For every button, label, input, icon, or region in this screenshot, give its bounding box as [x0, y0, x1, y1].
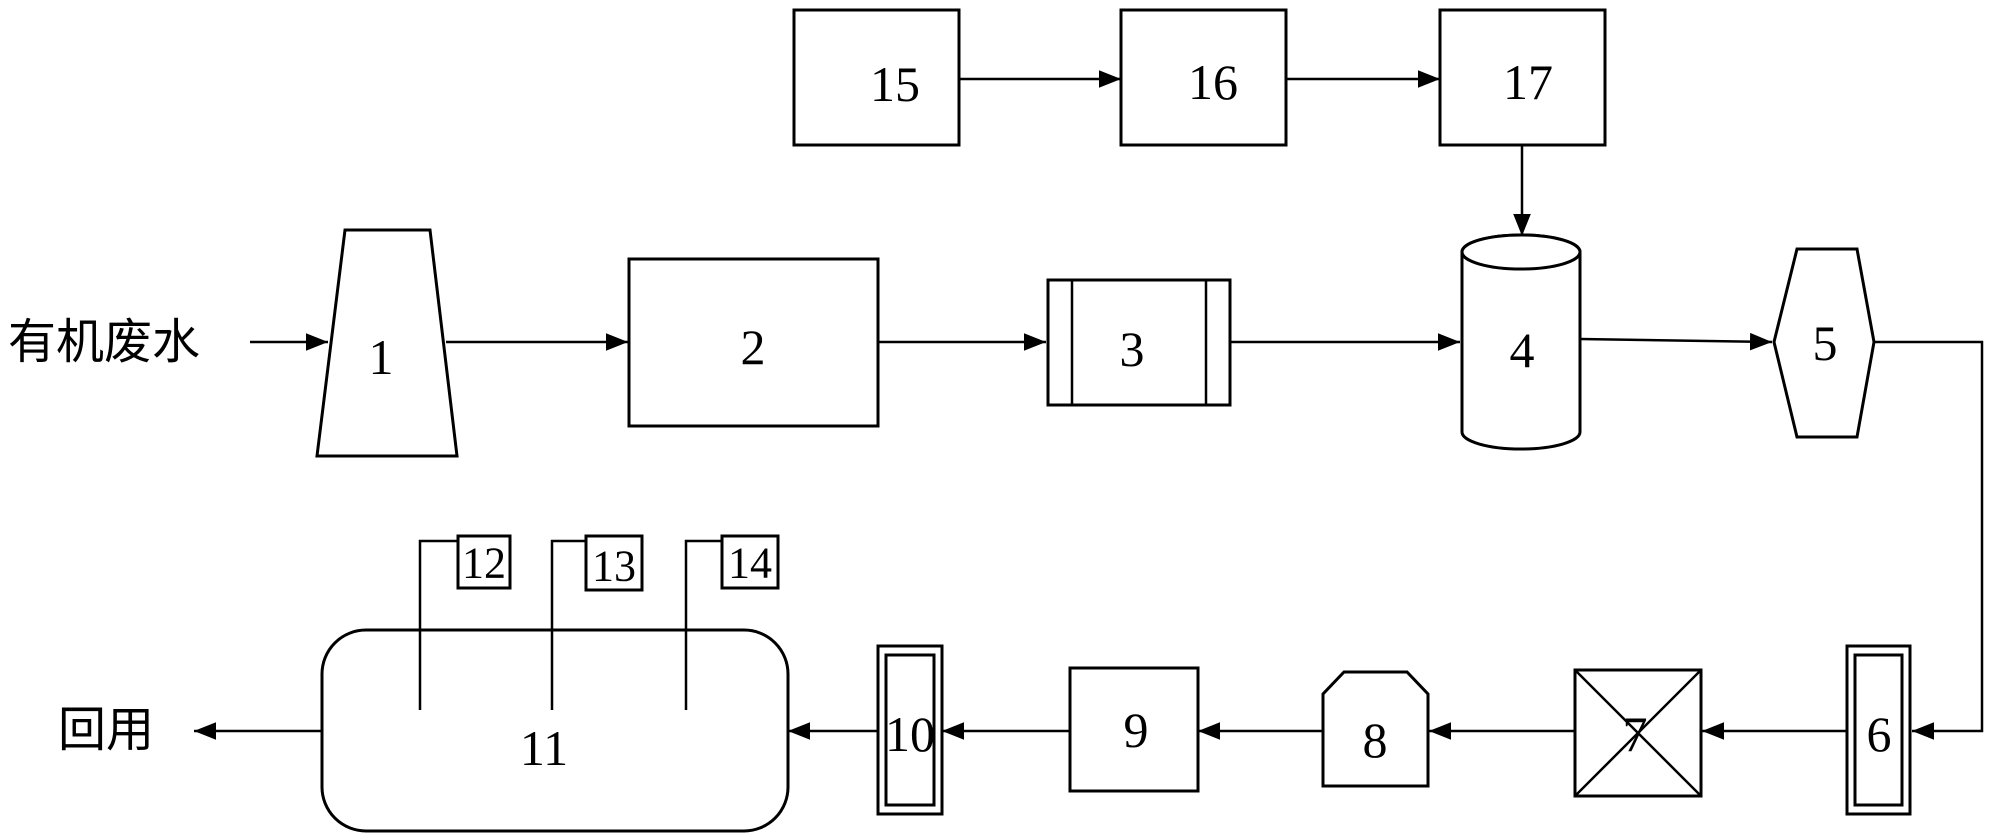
unit-5: 5: [1772, 247, 1876, 439]
unit-4-label: 4: [1510, 322, 1535, 378]
probe-13: 13: [550, 534, 644, 710]
unit-3-label: 3: [1120, 321, 1145, 377]
unit-10-label: 10: [885, 706, 935, 762]
unit-11-label: 11: [520, 720, 568, 776]
unit-7: 7: [1573, 668, 1703, 798]
unit-15: 15: [792, 8, 961, 147]
unit-15-label: 15: [870, 56, 920, 112]
unit-11: 11: [320, 628, 790, 833]
unit-7-label: 7: [1623, 706, 1648, 762]
unit-12-label: 12: [462, 539, 506, 588]
unit-13-label: 13: [592, 542, 636, 591]
unit-16-label: 16: [1188, 54, 1238, 110]
arrow-5-6: [1874, 340, 1984, 740]
unit-6: 6: [1845, 644, 1912, 816]
unit-10: 10: [876, 644, 944, 816]
unit-17-label: 17: [1503, 54, 1553, 110]
unit-8-label: 8: [1363, 712, 1388, 768]
unit-1: 1: [315, 228, 459, 458]
unit-16: 16: [1119, 8, 1288, 147]
unit-2: 2: [627, 257, 880, 428]
unit-9-label: 9: [1124, 702, 1149, 758]
probe-14: 14: [684, 534, 780, 710]
unit-2-label: 2: [741, 319, 766, 375]
unit-14-label: 14: [728, 539, 772, 588]
unit-4: 4: [1460, 233, 1582, 451]
unit-6-label: 6: [1867, 706, 1892, 762]
unit-8: 8: [1321, 670, 1430, 788]
arrow-4-5: [1579, 332, 1773, 351]
unit-17: 17: [1438, 8, 1607, 147]
unit-5-label: 5: [1813, 315, 1838, 371]
unit-3: 3: [1046, 278, 1232, 407]
input-label: 有机废水: [8, 314, 200, 370]
unit-1-label: 1: [369, 329, 394, 385]
output-label: 回用: [58, 702, 154, 758]
unit-9: 9: [1068, 666, 1200, 793]
probe-12: 12: [418, 534, 512, 710]
